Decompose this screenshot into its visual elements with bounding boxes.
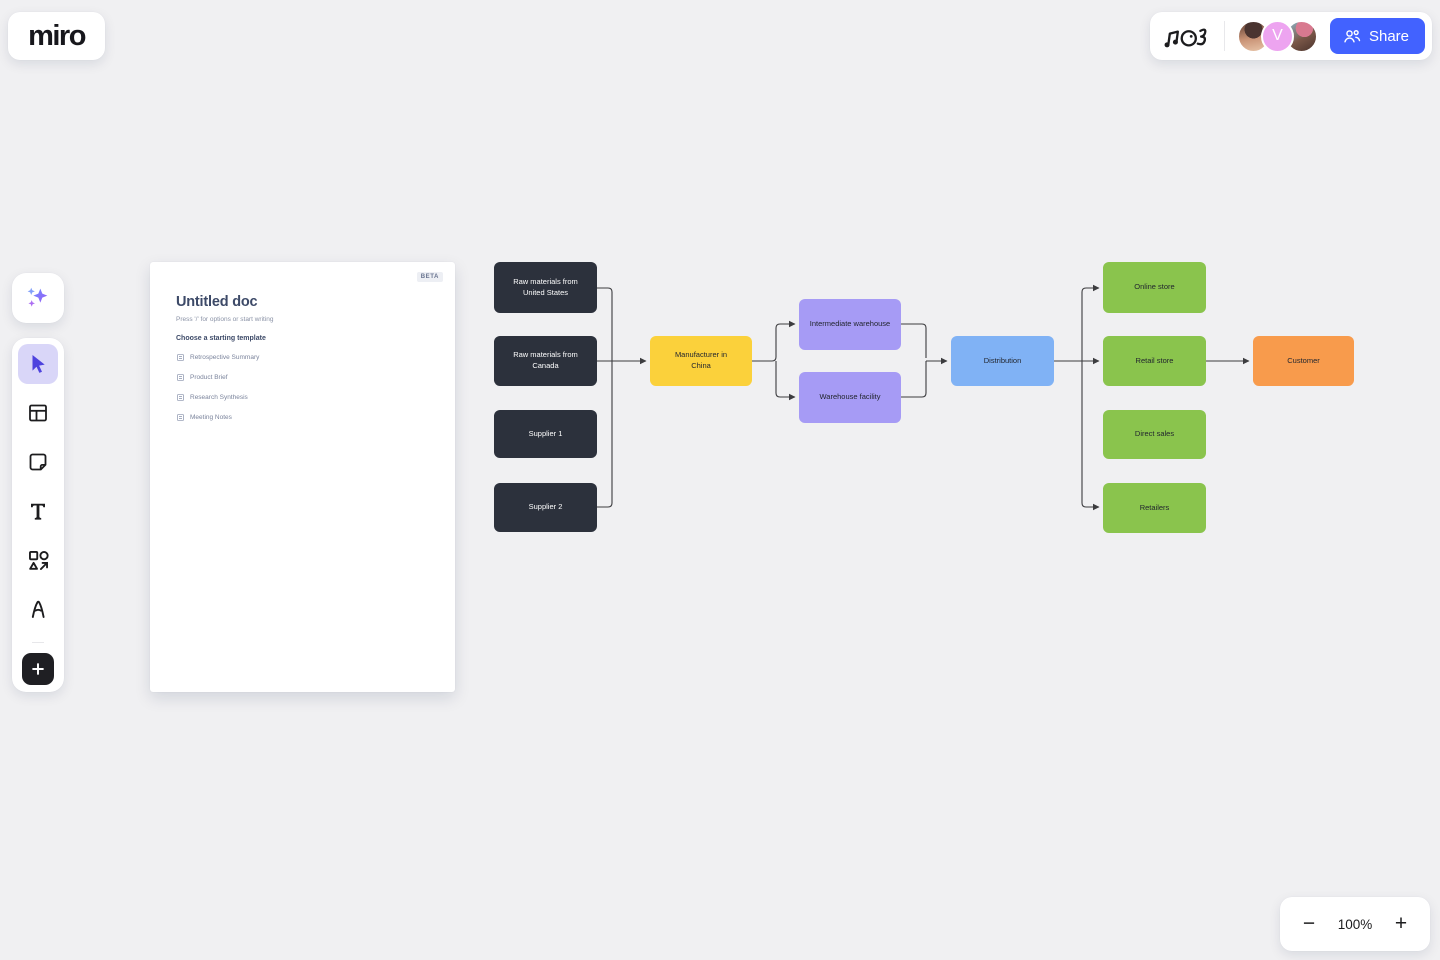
zoom-out-button[interactable]: − [1292,907,1326,941]
miro-logo[interactable]: miro [8,12,105,60]
diagram-node-distribution[interactable]: Distribution [951,336,1054,386]
zoom-controls: − 100% + [1280,897,1430,951]
pen-tool-button[interactable] [18,589,58,629]
template-item-meeting-notes[interactable]: Meeting Notes [176,413,439,422]
sparkles-icon [27,287,48,307]
toolbar-divider [32,642,44,643]
pen-icon [31,600,45,618]
diagram-node-raw-canada[interactable]: Raw materials from Canada [494,336,597,386]
document-icon [177,394,184,401]
template-item-label: Research Synthesis [190,394,248,401]
share-button-label: Share [1368,27,1409,45]
plus-icon [32,663,44,675]
diagram-node-raw-us[interactable]: Raw materials from United States [494,262,597,313]
doc-title[interactable]: Untitled doc [176,294,258,310]
collaboration-bar: V Share [1150,12,1432,60]
share-people-icon [1344,30,1361,43]
text-tool-button[interactable] [18,491,58,531]
shapes-icon [28,550,49,570]
doc-templates-heading: Choose a starting template [176,335,266,342]
template-item-product-brief[interactable]: Product Brief [176,373,439,382]
sticky-note-tool-button[interactable] [18,442,58,482]
document-icon [177,414,184,421]
sticky-note-icon [29,453,47,471]
diagram-node-manufacturer[interactable]: Manufacturer in China [650,336,752,386]
miro-logo-text: miro [28,19,86,52]
doc-widget[interactable]: BETA Untitled doc Press '/' for options … [150,262,455,692]
diagram-node-online-store[interactable]: Online store [1103,262,1206,313]
shapes-tool-button[interactable] [18,540,58,580]
template-item-label: Retrospective Summary [190,354,260,361]
template-item-retrospective-summary[interactable]: Retrospective Summary [176,353,439,362]
topbar-divider [1224,21,1225,51]
template-item-label: Product Brief [190,374,228,381]
diagram-node-supplier-1[interactable]: Supplier 1 [494,410,597,458]
template-item-label: Meeting Notes [190,414,232,421]
beta-badge: BETA [416,272,443,282]
cursor-icon [32,355,45,373]
zoom-in-button[interactable]: + [1384,907,1418,941]
diagram-node-direct-sales[interactable]: Direct sales [1103,410,1206,459]
add-tool-button[interactable] [22,653,54,685]
diagram-node-customer[interactable]: Customer [1253,336,1354,386]
diagram-node-retail-store[interactable]: Retail store [1103,336,1206,386]
music-notes-doodle-icon [1160,20,1212,52]
select-tool-button[interactable] [18,344,58,384]
ai-assistant-button[interactable] [12,273,64,323]
diagram-node-warehouse-facility[interactable]: Warehouse facility [799,372,901,423]
frame-layout-icon [29,404,47,422]
toolbar [12,338,64,692]
avatar[interactable]: V [1261,19,1294,53]
text-icon [31,503,45,520]
doc-hint: Press '/' for options or start writing [176,316,274,323]
share-button[interactable]: Share [1329,18,1425,54]
template-item-research-synthesis[interactable]: Research Synthesis [176,393,439,402]
collaborator-avatars: V [1237,19,1318,53]
diagram-node-retailers[interactable]: Retailers [1103,483,1206,533]
diagram-node-supplier-2[interactable]: Supplier 2 [494,483,597,532]
zoom-level: 100% [1337,916,1373,932]
diagram-node-intermediate-warehouse[interactable]: Intermediate warehouse [799,299,901,350]
document-icon [177,354,184,361]
avatar-initial: V [1272,27,1283,44]
templates-tool-button[interactable] [18,393,58,433]
document-icon [177,374,184,381]
